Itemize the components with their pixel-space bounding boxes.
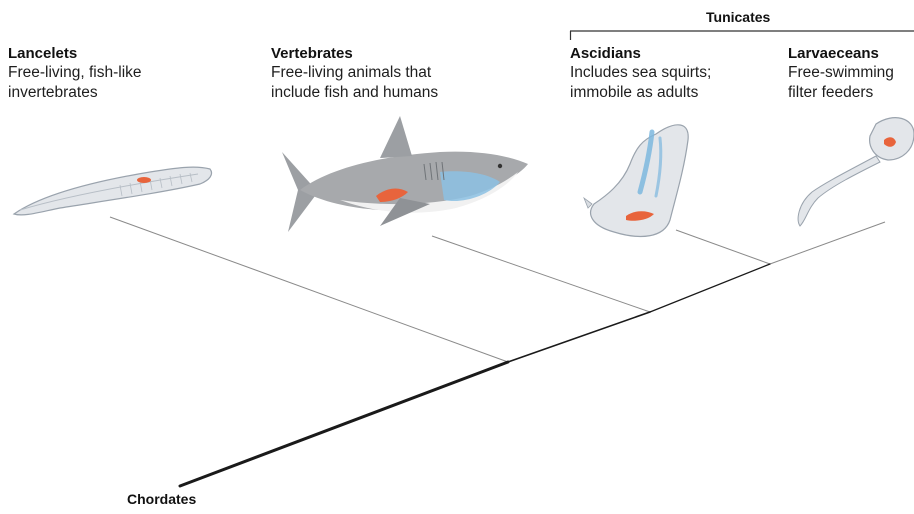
- taxon-ascidians-description-line-2: immobile as adults: [570, 83, 711, 103]
- taxon-larvaceans: Larvaeceans Free-swimming filter feeders: [788, 45, 894, 103]
- branch-olfactores-to-tunicates: [650, 264, 770, 312]
- branch-ascidians-leaf: [676, 230, 770, 264]
- sea-squirt-illustration: [584, 125, 688, 237]
- taxon-larvaceans-description-line-1: Free-swimming: [788, 63, 894, 83]
- branch-vertebrates-leaf: [432, 236, 650, 312]
- taxon-vertebrates-description-line-1: Free-living animals that: [271, 63, 438, 83]
- taxon-larvaceans-name: Larvaeceans: [788, 45, 894, 63]
- main-branches: [180, 264, 770, 486]
- tunicates-group-label: Tunicates: [706, 9, 770, 25]
- larvacean-illustration: [798, 118, 914, 226]
- taxon-lancelets-name: Lancelets: [8, 45, 142, 63]
- branch-lancelets-leaf: [110, 217, 508, 362]
- branch-larvaceans-leaf: [770, 222, 885, 264]
- taxon-larvaceans-description-line-2: filter feeders: [788, 83, 894, 103]
- taxon-ascidians-name: Ascidians: [570, 45, 711, 63]
- taxon-ascidians-description-line-1: Includes sea squirts;: [570, 63, 711, 83]
- shark-illustration: [282, 116, 528, 232]
- taxon-lancelets-description-line-2: invertebrates: [8, 83, 142, 103]
- taxon-vertebrates-name: Vertebrates: [271, 45, 438, 63]
- branch-chordates-to-olfactores: [508, 312, 650, 362]
- taxon-vertebrates-description-line-2: include fish and humans: [271, 83, 438, 103]
- leaf-branches: [110, 217, 885, 362]
- taxon-lancelets: Lancelets Free-living, fish-like inverte…: [8, 45, 142, 103]
- branch-root: [180, 362, 508, 486]
- taxon-vertebrates: Vertebrates Free-living animals that inc…: [271, 45, 438, 103]
- lancelet-illustration: [14, 167, 212, 215]
- taxon-ascidians: Ascidians Includes sea squirts; immobile…: [570, 45, 711, 103]
- tunicates-bracket: [570, 31, 914, 40]
- chordates-root-label: Chordates: [127, 491, 196, 507]
- taxon-lancelets-description-line-1: Free-living, fish-like: [8, 63, 142, 83]
